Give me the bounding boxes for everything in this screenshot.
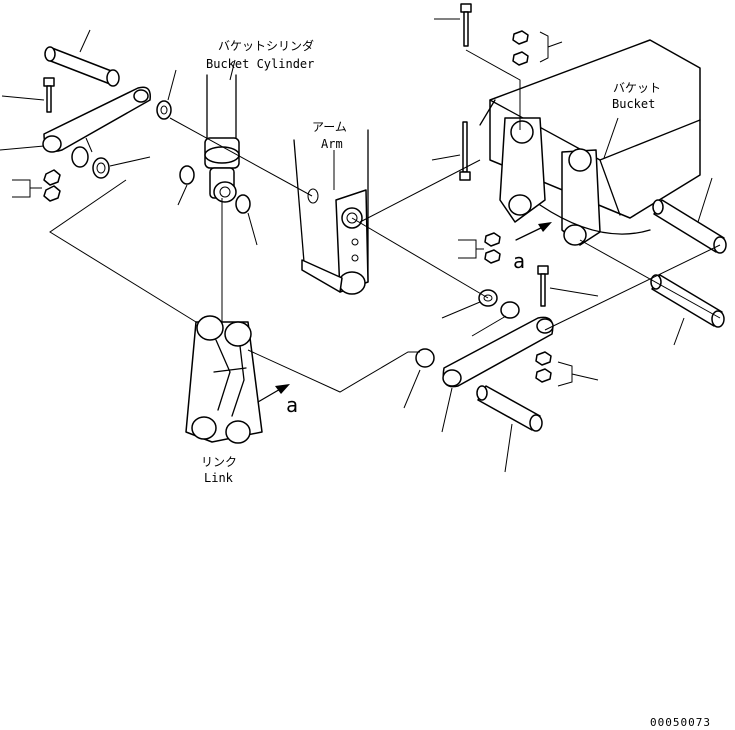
pin-upper-left [44, 46, 120, 87]
view-arrow-bucket [515, 222, 552, 241]
bucket-cylinder [204, 74, 240, 203]
bolt-bucket-top [460, 3, 472, 47]
view-arrow-link [257, 384, 290, 403]
bolt-bucket-side [459, 121, 471, 181]
pin-right-lower [650, 274, 725, 328]
label-bucket-en: Bucket [612, 97, 655, 111]
shims-left [71, 146, 110, 179]
nuts-bucket-mid [484, 232, 501, 264]
bolt-right [537, 265, 549, 307]
label-view-a-bucket: a [513, 249, 525, 273]
label-bucket-cylinder-jp: バケットシリンダ [218, 38, 314, 53]
label-view-a-link: a [286, 393, 298, 417]
label-bucket-jp: バケット [613, 81, 661, 95]
shims-cylinder [179, 165, 251, 214]
side-link-left [42, 86, 151, 153]
nuts-bucket-top [512, 30, 529, 66]
drawing-number: 00050073 [650, 716, 711, 729]
label-bucket-cylinder-en: Bucket Cylinder [206, 57, 314, 71]
side-link-right [442, 316, 554, 388]
label-arm-jp: アーム [312, 120, 347, 134]
nuts-right [535, 351, 552, 383]
label-link-jp: リンク [201, 455, 237, 469]
nuts-left [43, 169, 61, 202]
pin-lower-right [476, 385, 543, 432]
bucket [479, 39, 701, 246]
pin-right-upper [652, 199, 727, 254]
assembly-lines [0, 18, 721, 473]
label-arm-en: Arm [321, 137, 343, 151]
washer-left [156, 100, 172, 120]
center-link [185, 315, 263, 444]
arm-assembly [293, 129, 369, 295]
bolt-upper-left [43, 77, 55, 113]
label-link-en: Link [204, 471, 234, 485]
